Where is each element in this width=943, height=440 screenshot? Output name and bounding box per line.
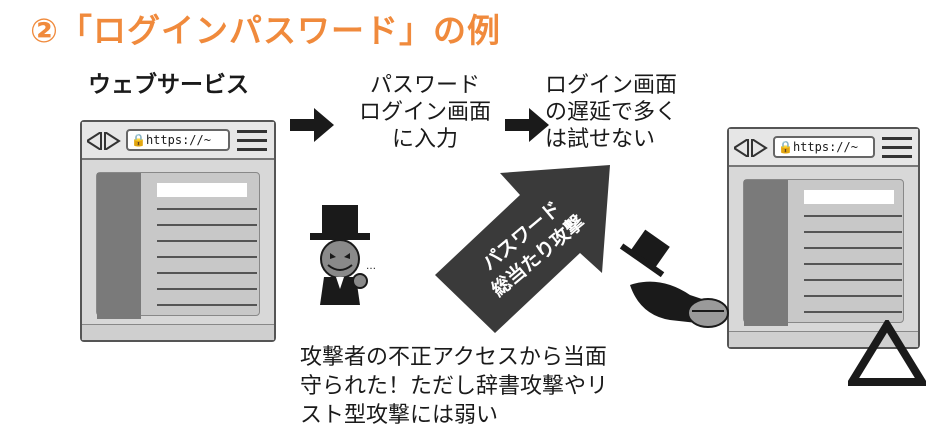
page-lines-graphic xyxy=(744,180,902,326)
result-line: 攻撃者の不正アクセスから当面 xyxy=(300,345,607,370)
nav-arrows-icon xyxy=(734,139,768,157)
step1-line: に入力 xyxy=(391,127,458,152)
step-login-delay: ログイン画面 の遅延で多く は試せない xyxy=(545,72,735,153)
triangle-warning-icon xyxy=(848,320,926,386)
result-description: 攻撃者の不正アクセスから当面 守られた！ただし辞書攻撃やリ スト型攻撃には弱い xyxy=(300,343,680,430)
browser-toolbar: 🔒https://~ xyxy=(82,122,274,160)
step2-line: は試せない xyxy=(545,127,656,152)
result-line: 守られた！ただし辞書攻撃やリ xyxy=(300,374,609,399)
step2-line: ログイン画面 xyxy=(545,73,678,98)
result-line: スト型攻撃には弱い xyxy=(300,403,499,428)
lock-icon: 🔒 xyxy=(778,140,793,154)
flow-arrow-icon xyxy=(290,108,334,142)
web-service-label: ウェブサービス xyxy=(88,72,249,98)
menu-icon xyxy=(882,137,912,158)
url-field: 🔒https://~ xyxy=(773,136,875,158)
browser-window-left: 🔒https://~ xyxy=(80,120,276,342)
svg-text:…: … xyxy=(366,261,376,272)
nav-arrows-icon xyxy=(87,132,121,150)
menu-icon xyxy=(237,130,267,151)
lock-icon: 🔒 xyxy=(131,133,146,147)
step1-line: パスワード xyxy=(369,73,480,98)
flow-arrow-icon xyxy=(505,108,549,142)
page-content xyxy=(743,179,904,326)
browser-toolbar: 🔒https://~ xyxy=(729,129,918,167)
fallen-attacker-icon xyxy=(619,229,729,328)
step1-line: ログイン画面 xyxy=(358,100,491,125)
browser-window-right: 🔒https://~ xyxy=(727,127,920,349)
step-enter-password: パスワード ログイン画面 に入力 xyxy=(330,72,520,153)
url-text: https://~ xyxy=(792,140,858,154)
page-content xyxy=(96,172,260,319)
page-lines-graphic xyxy=(97,173,257,319)
url-text: https://~ xyxy=(145,133,211,147)
attack-arrow-icon xyxy=(435,165,610,333)
attacker-character-icon: … xyxy=(310,205,376,305)
url-field: 🔒https://~ xyxy=(126,129,230,151)
page-title: ②「ログインパスワード」の例 xyxy=(30,11,501,50)
browser-footer xyxy=(82,324,274,340)
step2-line: の遅延で多く xyxy=(545,100,678,125)
browser-footer xyxy=(729,331,918,347)
